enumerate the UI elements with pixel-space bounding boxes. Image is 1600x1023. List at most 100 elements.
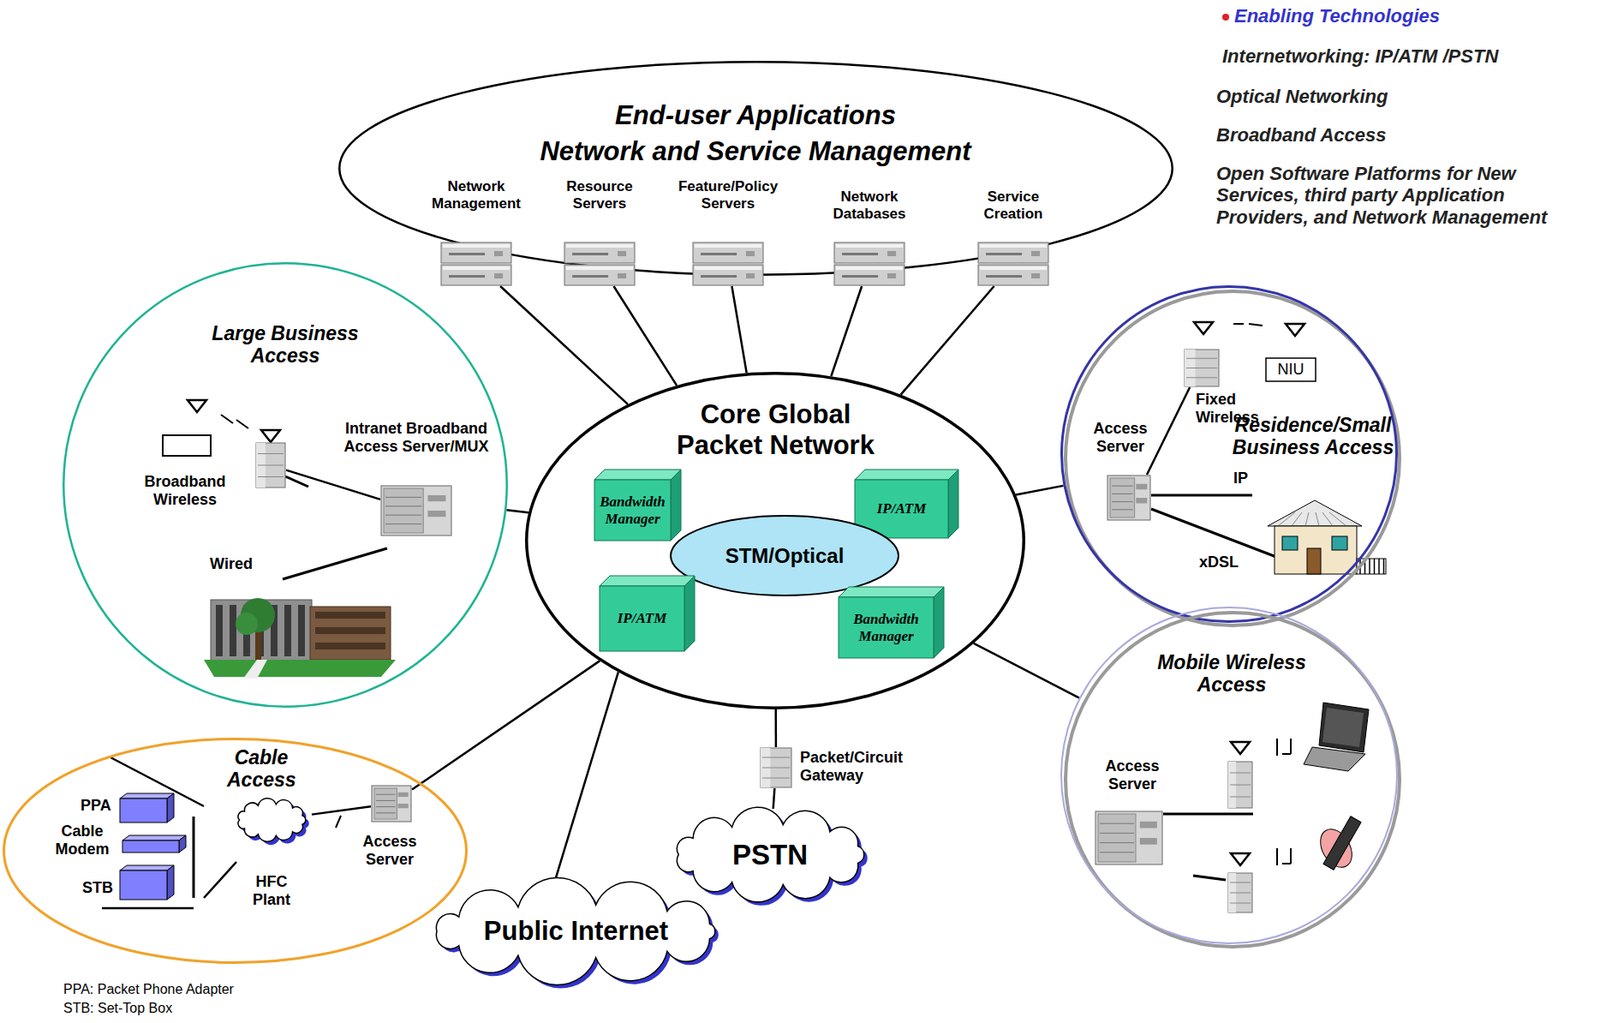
antenna-symbol (1230, 741, 1250, 754)
node-text: Mobile Wireless Access (1146, 650, 1318, 697)
switch-cube: Bandwidth Manager (838, 586, 944, 658)
list-item: Optical Networking (1216, 85, 1585, 108)
text-slot: Core Global Packet Network (662, 399, 890, 460)
radio-link (1233, 322, 1244, 325)
node-text: Residence/Small Business Access (1231, 413, 1395, 460)
text-slot: Residence/Small Business Access (1231, 413, 1395, 460)
text-slot: Feature/Policy Servers (672, 178, 784, 212)
connector (774, 709, 777, 747)
hfc-cloud: HFC Plant (224, 792, 319, 917)
label-text: PPA: Packet Phone Adapter (63, 981, 406, 998)
label-text: IP (1233, 469, 1254, 488)
connector (973, 643, 1080, 699)
connector (551, 671, 619, 891)
antenna-symbol (187, 400, 207, 412)
label-text: STB: Set-Top Box (63, 1000, 406, 1016)
access-region: Broadband Wireless Intranet Broadband Acc… (62, 262, 508, 708)
core-network-ellipse: Bandwidth ManagerIP/ATMSTM/OpticalIP/ATM… (525, 371, 1026, 710)
laptop (1319, 702, 1369, 753)
server-icon (692, 241, 765, 287)
roof-hatch (1329, 512, 1347, 526)
fence (1373, 558, 1376, 574)
window (1331, 536, 1348, 550)
list-item: Internetworking: IP/ATM /PSTN (1222, 45, 1591, 67)
wire (1282, 862, 1291, 865)
access-server: Access Server (346, 781, 433, 878)
antenna-symbol (1285, 323, 1305, 336)
label-text: Open Software Platforms for New Services… (1216, 162, 1585, 228)
device-box (119, 870, 168, 900)
label-text: STB (82, 878, 120, 897)
node-text: Core Global Packet Network (662, 399, 890, 460)
wire (1151, 494, 1253, 497)
radio-link (1248, 323, 1263, 326)
text-slot: Public Internet (423, 915, 729, 947)
connector (614, 286, 678, 386)
label-text: xDSL (1199, 553, 1248, 572)
connector (500, 286, 628, 405)
node-text: Resource Servers (543, 178, 656, 212)
device-box (122, 835, 186, 841)
text-slot: PSTN (662, 838, 878, 872)
connector (731, 286, 747, 373)
node-text: Service Creation (957, 188, 1069, 222)
bullet (1222, 13, 1230, 21)
text-slot: IP/ATM (599, 609, 685, 627)
drawing (229, 604, 237, 657)
antenna-symbol (1230, 853, 1250, 866)
node-text: IP/ATM (599, 609, 685, 627)
node-text: Broadband Wireless (137, 472, 233, 508)
text-slot: Bandwidth Manager (838, 610, 934, 645)
link-label: xDSL (1199, 553, 1248, 572)
application-ellipse: Network ManagementResource ServersFeatur… (338, 60, 1174, 276)
device-box (119, 793, 174, 799)
device-box (167, 865, 174, 900)
server-node: Resource Servers (543, 178, 656, 288)
node-text: Packet/Circuit Gateway (800, 748, 925, 784)
tower-icon (1183, 348, 1220, 388)
label-text: Enabling Technologies (1234, 5, 1595, 27)
phone (1323, 816, 1362, 870)
access-server: Access Server (1089, 753, 1176, 872)
device-box (119, 798, 168, 823)
text-slot: Mobile Wireless Access (1146, 650, 1318, 697)
switch-cube: IP/ATM (854, 469, 959, 538)
pstn-cloud: PSTN (662, 808, 878, 901)
list-item: Open Software Platforms for New Services… (1216, 162, 1585, 228)
node-text: NIU (1265, 360, 1317, 379)
drawing (315, 626, 386, 634)
node-text: Bandwidth Manager (594, 493, 671, 527)
list-heading: Enabling Technologies (1234, 5, 1595, 27)
connector (773, 788, 776, 809)
house-roof (1267, 500, 1362, 526)
label-text: Wired (203, 555, 259, 574)
node-text: Cable Access (226, 746, 296, 792)
wire (101, 907, 194, 910)
access-region: Fixed WirelessNIUAccess ServerResidence/… (1060, 285, 1398, 623)
access-region: Access Server Mobile Wireless Access (1060, 606, 1398, 944)
footnote: STB: Set-Top Box (63, 1000, 406, 1016)
roof-hatch (1277, 512, 1296, 526)
node-text: Intranet Broadband Access Server/MUX (342, 419, 490, 455)
text-slot: Packet/Circuit Gateway (800, 748, 925, 784)
connector (311, 805, 371, 814)
base-station (1228, 761, 1253, 808)
cloud-icon (231, 795, 312, 844)
server-node: Service Creation (957, 188, 1069, 288)
wire (1276, 738, 1278, 756)
terminal-symbol (162, 435, 211, 456)
server-icon (563, 241, 636, 287)
text-slot: Access Server (346, 832, 433, 868)
text-slot: End-user Applications (455, 100, 1056, 132)
text-slot: Network Databases (813, 188, 926, 222)
big-icon (370, 784, 412, 823)
label-text: Cable Modem (47, 822, 117, 858)
text-slot: Bandwidth Manager (594, 493, 671, 527)
roof-hatch (1315, 512, 1320, 526)
device-box (122, 840, 180, 853)
wire (1289, 847, 1292, 864)
text-slot: HFC Plant (247, 872, 296, 908)
link-label: IP (1233, 469, 1254, 488)
server-icon (833, 241, 906, 287)
server-node: Network Databases (813, 188, 926, 288)
